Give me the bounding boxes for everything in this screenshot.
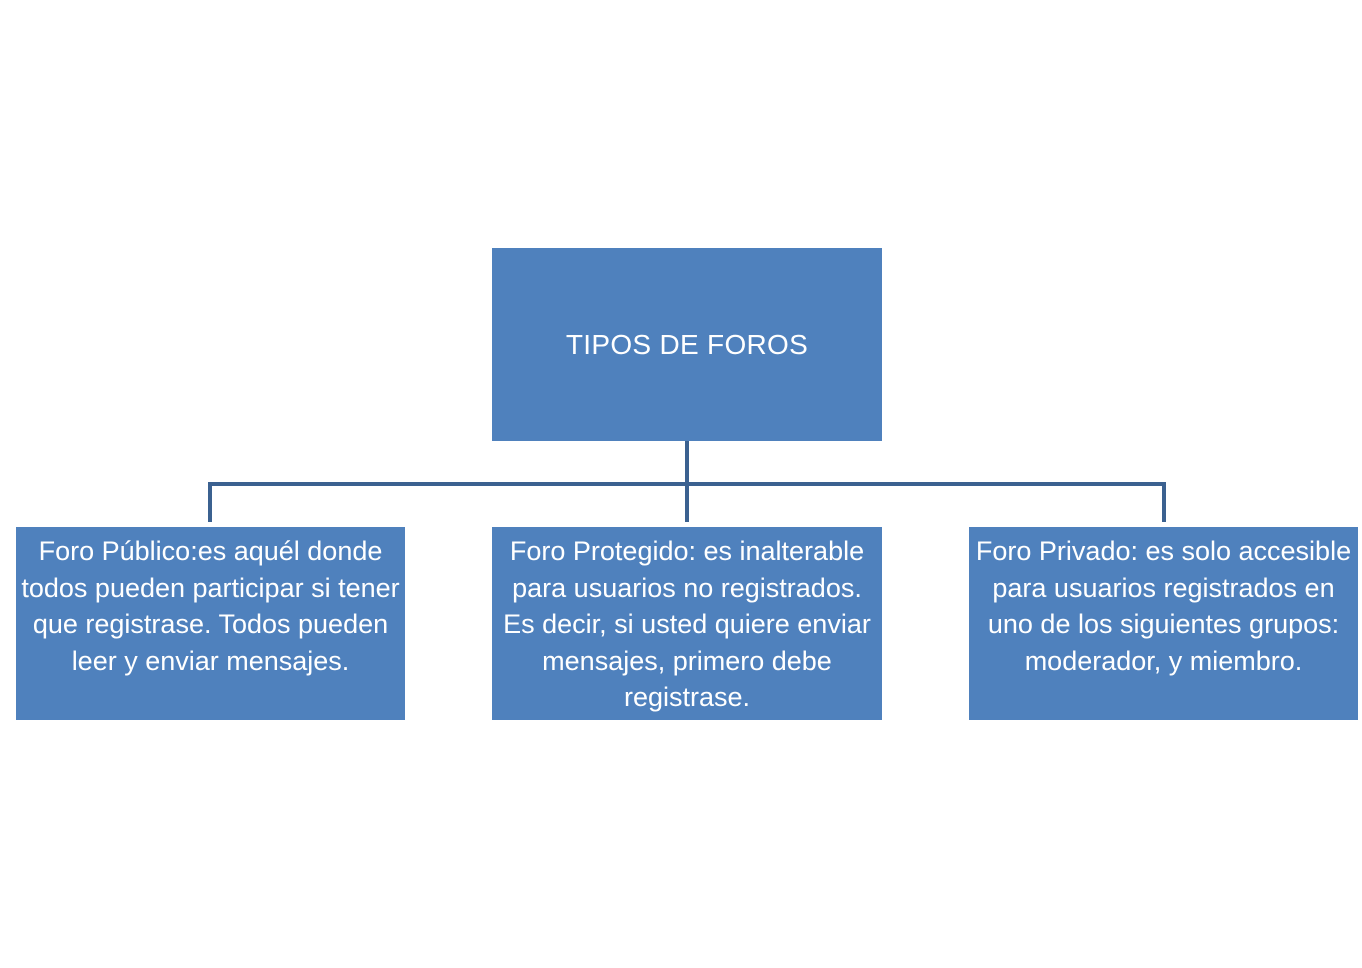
child-node-label: Foro Público:es aquél donde todos pueden… <box>21 536 400 676</box>
root-node-label: TIPOS DE FOROS <box>565 328 809 360</box>
child-node-label: Foro Privado: es solo accesible para usu… <box>975 536 1352 676</box>
child-node-foro-privado: Foro Privado: es solo accesible para usu… <box>969 527 1358 720</box>
root-node: TIPOS DE FOROS <box>492 248 882 441</box>
child-node-label: Foro Protegido: es inalterable para usua… <box>503 536 871 712</box>
child-node-foro-publico: Foro Público:es aquél donde todos pueden… <box>16 527 405 720</box>
child-node-foro-protegido: Foro Protegido: es inalterable para usua… <box>492 527 882 720</box>
